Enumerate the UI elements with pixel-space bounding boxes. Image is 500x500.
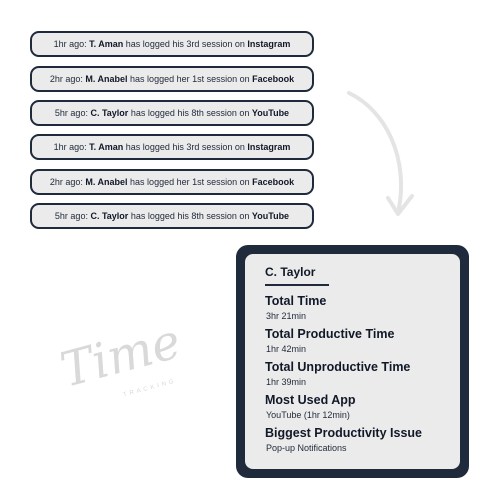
activity-text: has logged her 1st session on [127,74,253,84]
activity-app: Instagram [247,39,291,49]
activity-app: Facebook [252,74,295,84]
activity-user: M. Anabel [85,74,128,84]
stat-most-used-app-label: Most Used App [265,393,356,407]
stat-productivity-issue-value: Pop-up Notifications [266,443,347,453]
activity-time: 2hr ago: [49,177,83,187]
activity-user: C. Taylor [90,211,129,221]
user-summary-card: C. Taylor Total Time 3hr 21min Total Pro… [236,245,469,478]
stat-unproductive-time-label: Total Unproductive Time [265,360,411,374]
time-tracking-logo: Time TRACKING [55,313,187,398]
stat-total-time-label: Total Time [265,294,327,308]
activity-time: 1hr ago: [53,142,87,152]
activity-item[interactable]: 1hr ago: T. Aman has logged his 3rd sess… [30,31,314,57]
stat-productive-time-value: 1hr 42min [266,344,307,354]
activity-app: YouTube [251,211,290,221]
activity-text: has logged his 3rd session on [123,142,248,152]
stat-productive-time-label: Total Productive Time [265,327,395,341]
activity-app: YouTube [251,108,290,118]
activity-text: has logged her 1st session on [127,177,253,187]
activity-user: M. Anabel [85,177,128,187]
activity-item[interactable]: 5hr ago: C. Taylor has logged his 8th se… [30,100,314,126]
activity-app: Facebook [252,177,295,187]
stat-productivity-issue-label: Biggest Productivity Issue [265,426,422,440]
activity-app: Instagram [247,142,291,152]
activity-time: 2hr ago: [49,74,83,84]
activity-text: has logged his 8th session on [128,108,252,118]
name-underline [265,284,329,286]
stat-most-used-app-value: YouTube (1hr 12min) [266,410,350,420]
activity-item[interactable]: 1hr ago: T. Aman has logged his 3rd sess… [30,134,314,160]
activity-user: T. Aman [89,142,124,152]
activity-item[interactable]: 2hr ago: M. Anabel has logged her 1st se… [30,169,314,195]
activity-time: 5hr ago: [54,108,88,118]
activity-text: has logged his 3rd session on [123,39,248,49]
activity-user: T. Aman [89,39,124,49]
activity-text: has logged his 8th session on [128,211,252,221]
activity-item[interactable]: 2hr ago: M. Anabel has logged her 1st se… [30,66,314,92]
activity-item[interactable]: 5hr ago: C. Taylor has logged his 8th se… [30,203,314,229]
activity-time: 5hr ago: [54,211,88,221]
summary-user-name: C. Taylor [265,265,316,279]
stat-unproductive-time-value: 1hr 39min [266,377,307,387]
stat-total-time-value: 3hr 21min [266,311,307,321]
summary-card-body: C. Taylor Total Time 3hr 21min Total Pro… [245,254,460,469]
activity-user: C. Taylor [90,108,129,118]
curved-arrow-icon [347,91,414,216]
activity-time: 1hr ago: [53,39,87,49]
